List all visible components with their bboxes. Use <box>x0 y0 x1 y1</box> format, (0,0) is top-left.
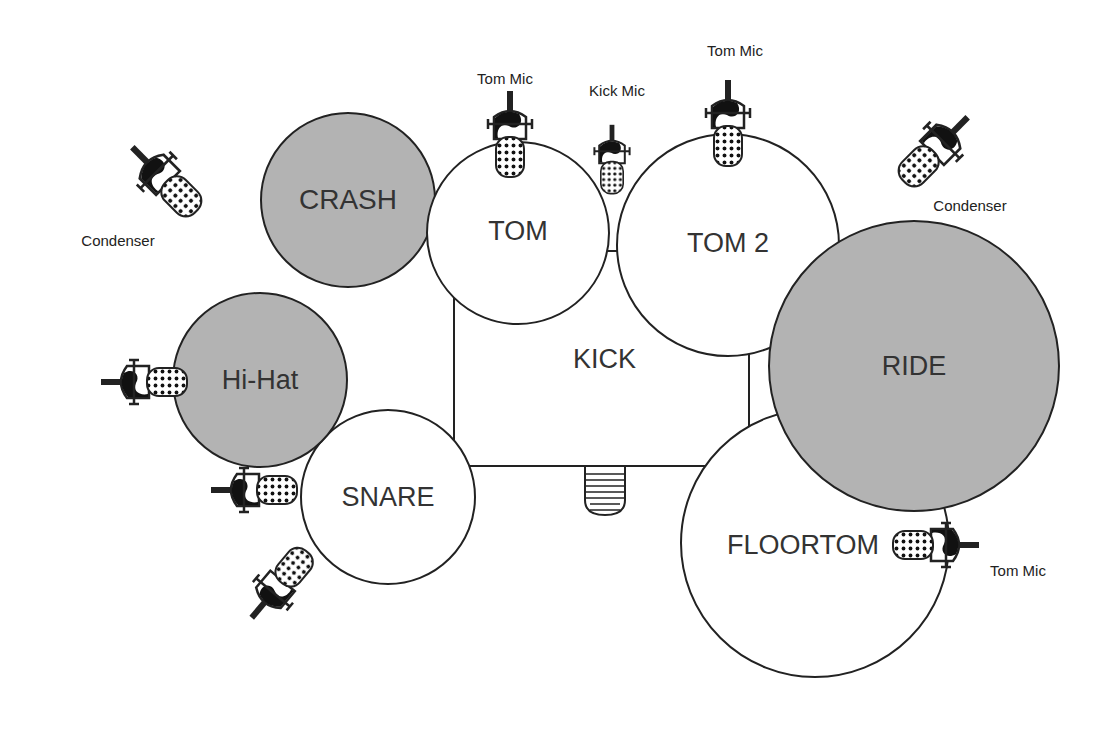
hihat-cymbal: Hi-Hat <box>172 292 348 468</box>
mic-label: Tom Mic <box>475 70 535 87</box>
snare-mic <box>235 538 324 632</box>
kick-port <box>585 467 625 515</box>
mic-label: Kick Mic <box>587 82 647 99</box>
part-name: TOM 2 <box>687 230 769 257</box>
tom-mic <box>893 523 979 567</box>
tom-mic <box>706 80 750 166</box>
drum-outline <box>173 293 347 467</box>
kick-mic <box>594 125 629 194</box>
condenser-mic <box>116 131 213 228</box>
snare-mic <box>211 468 297 512</box>
part-name: FLOORTOM <box>727 532 879 559</box>
part-name: TOM <box>488 218 548 245</box>
mic-label: Condenser <box>79 232 156 249</box>
ride-cymbal: RIDE <box>768 220 1060 512</box>
part-name: Hi-Hat <box>222 367 299 394</box>
drum-outline <box>769 221 1059 511</box>
part-name: RIDE <box>882 353 947 380</box>
mic-label: Tom Mic <box>988 562 1048 579</box>
part-name: KICK <box>573 345 636 372</box>
drum-outline <box>261 113 435 287</box>
part-name: CRASH <box>299 186 397 214</box>
hihat-mic <box>101 360 187 404</box>
part-name: SNARE <box>341 484 434 511</box>
mic-label: Tom Mic <box>705 42 765 59</box>
tom-mic <box>488 91 532 177</box>
condenser-mic <box>887 101 984 198</box>
mic-label: Condenser <box>931 197 1008 214</box>
crash-cymbal: CRASH <box>260 112 436 288</box>
